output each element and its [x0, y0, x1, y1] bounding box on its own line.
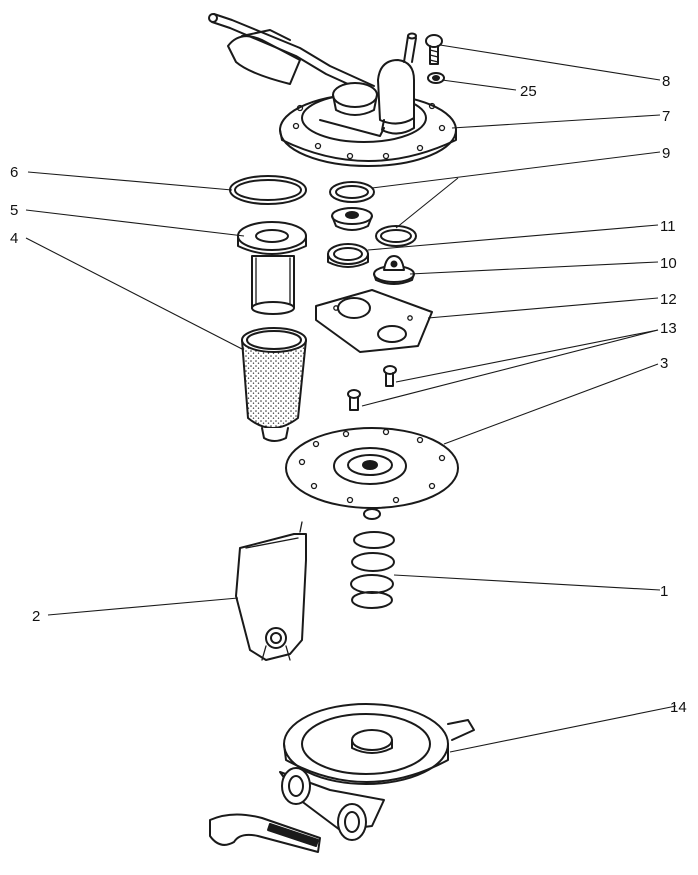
washer-25: [427, 72, 445, 84]
callout-10: 10: [660, 255, 677, 272]
callout-5: 5: [10, 202, 18, 219]
leader-4: [25, 237, 245, 351]
callout-4: 4: [10, 230, 18, 247]
pump-body-14: [209, 703, 475, 853]
callout-3: 3: [660, 355, 668, 372]
callout-9: 9: [662, 145, 670, 162]
callout-labels: 8 25 7 9 6 5 4 11 10 12 13 3 1 2 14: [10, 73, 687, 716]
filter-5: [237, 221, 307, 315]
valve-seal-11: [327, 243, 369, 268]
leader-5: [25, 209, 245, 237]
screw-13a: [383, 365, 397, 387]
leader-9b: [395, 177, 459, 229]
leader-13b: [361, 329, 659, 407]
leader-7: [451, 114, 661, 129]
bracket-2: [235, 521, 307, 661]
leader-11: [367, 224, 659, 251]
gasket-plate-12: [315, 289, 433, 353]
valve-10: [373, 255, 415, 285]
leader-2: [47, 597, 239, 616]
filter-bowl-4: [241, 327, 307, 442]
seal-ring-6: [229, 175, 307, 205]
spring-1: [350, 531, 395, 609]
leader-12: [427, 297, 659, 319]
leader-lines: [25, 44, 677, 753]
callout-6: 6: [10, 164, 18, 181]
callout-1: 1: [660, 583, 668, 600]
valve-seal-9b: [375, 225, 417, 247]
leader-9a: [371, 151, 661, 189]
leader-14: [449, 705, 677, 753]
top-cover-assembly: [208, 13, 457, 167]
callout-8: 8: [662, 73, 670, 90]
leader-1: [393, 574, 661, 591]
callout-12: 12: [660, 291, 677, 308]
leader-8: [439, 44, 661, 81]
callout-11: 11: [660, 218, 676, 235]
callout-25: 25: [520, 83, 537, 100]
screw-13b: [347, 389, 361, 411]
callout-7: 7: [662, 108, 670, 125]
valve-seal-9a: [329, 181, 375, 203]
leader-13a: [395, 329, 659, 383]
screw-8: [425, 34, 443, 65]
callout-2: 2: [32, 608, 40, 625]
valve-body-9: [331, 207, 373, 231]
callout-13: 13: [660, 320, 677, 337]
leader-3: [443, 363, 659, 445]
leader-25: [441, 79, 517, 91]
callout-14: 14: [670, 699, 687, 716]
diaphragm-3: [285, 427, 459, 520]
leader-6: [27, 171, 233, 191]
leader-10: [409, 261, 659, 275]
